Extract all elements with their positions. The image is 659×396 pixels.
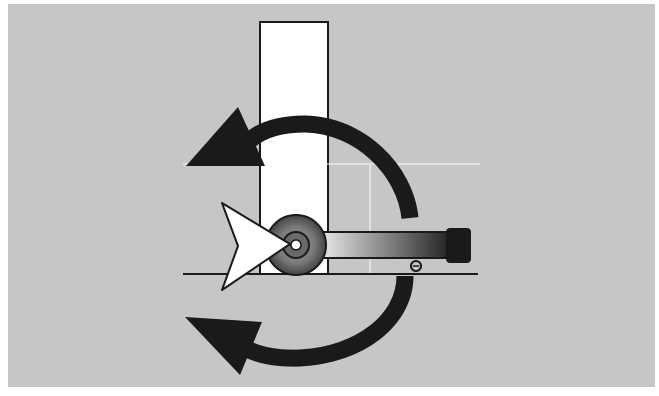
lower-rotation-arrow-arc [240, 275, 414, 367]
pointer-arrow-icon [221, 202, 291, 291]
pivot-hub-center [290, 239, 302, 251]
handle-bar [305, 231, 457, 259]
upper-rotation-arrow-arc [244, 115, 419, 220]
diagram-area [8, 4, 655, 387]
lower-arrow-head-icon [185, 317, 262, 375]
handle-grip [446, 228, 471, 263]
upper-arrow-head-icon [186, 107, 265, 166]
